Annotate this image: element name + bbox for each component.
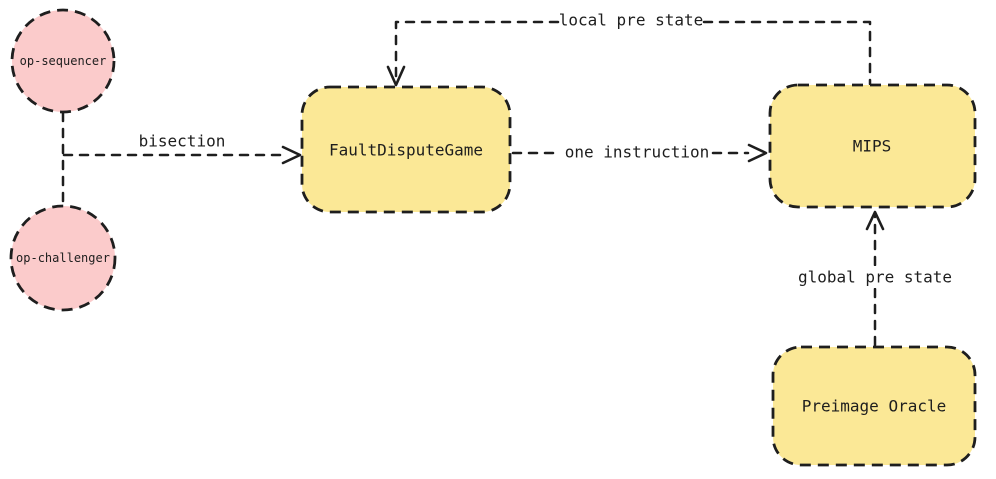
op-sequencer-circle <box>10 8 116 114</box>
global-pre-state-label: global pre state <box>798 268 952 287</box>
fault-dispute-game-label: FaultDisputeGame <box>329 141 483 160</box>
one-instruction-label: one instruction <box>565 143 710 162</box>
one-instruction-arrowhead-icon <box>747 143 768 163</box>
global-pre-state-arrowhead-icon <box>865 210 885 231</box>
global-pre-state-label-bg <box>793 266 957 288</box>
edge-one-instruction: one instruction <box>511 143 768 163</box>
bisection-arrowhead-icon <box>281 145 302 165</box>
op-challenger-circle <box>9 204 117 312</box>
node-fault-dispute-game: FaultDisputeGame <box>300 85 512 214</box>
local-pre-state-arrowhead-icon <box>386 65 406 87</box>
node-mips: MIPS <box>768 83 977 209</box>
node-op-challenger: op-challenger <box>9 204 117 312</box>
mips-label: MIPS <box>853 137 892 156</box>
op-challenger-label: op-challenger <box>16 251 110 265</box>
edge-global-pre-state: global pre state <box>793 210 957 347</box>
bisection-label: bisection <box>139 132 226 151</box>
local-pre-state-label: local pre state <box>559 11 704 30</box>
mips-box <box>768 83 977 209</box>
node-op-sequencer: op-sequencer <box>10 8 116 114</box>
preimage-oracle-box <box>771 345 977 467</box>
edge-bisection: bisection <box>62 132 302 165</box>
local-pre-state-line-right <box>702 20 872 86</box>
fault-dispute-game-box <box>300 85 512 214</box>
op-sequencer-label: op-sequencer <box>20 54 107 68</box>
edge-local-pre-state: local pre state <box>386 11 872 87</box>
local-pre-state-line-left <box>394 20 560 82</box>
node-preimage-oracle: Preimage Oracle <box>771 345 977 467</box>
preimage-oracle-label: Preimage Oracle <box>802 397 947 416</box>
